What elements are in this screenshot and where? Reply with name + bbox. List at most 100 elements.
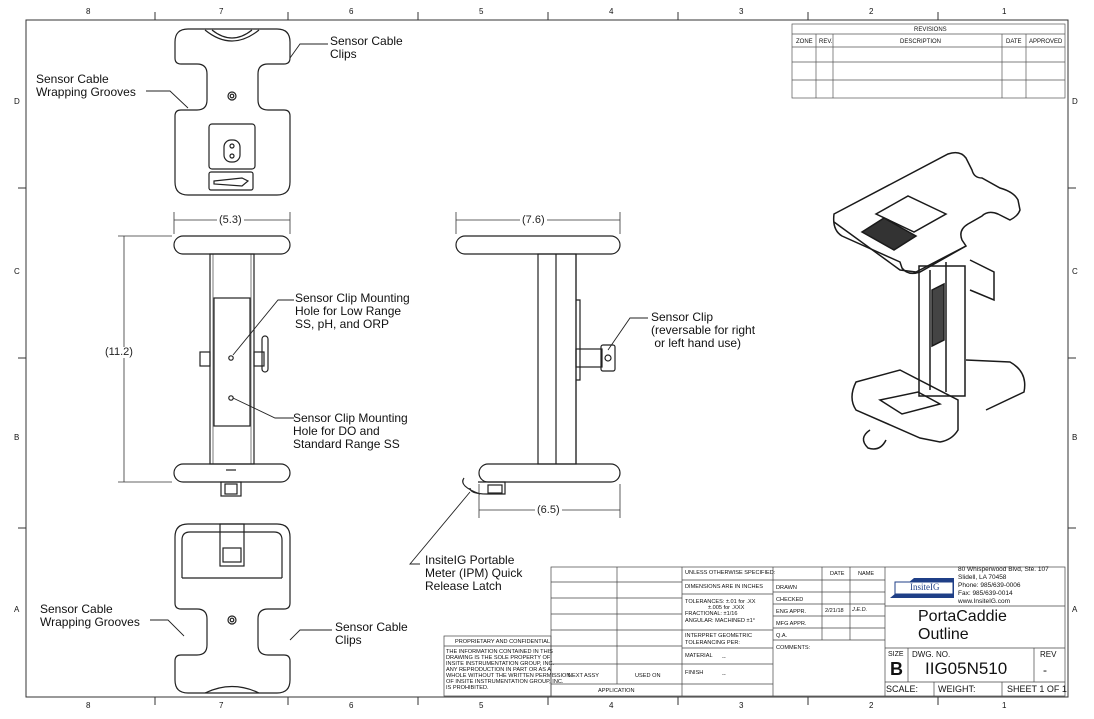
callout-wrapping-grooves-top: Sensor Cable Wrapping Grooves — [36, 72, 136, 99]
zone-top-8: 8 — [86, 7, 91, 16]
tb-tolerance-4: ANGULAR: MACHINED ±1° — [685, 618, 755, 624]
tb-tolerance-3: FRACTIONAL: ±1/16 — [685, 611, 738, 617]
revisions-col-description: DESCRIPTION — [900, 39, 942, 45]
zone-bottom-2: 2 — [869, 701, 874, 710]
drawing-title-line-2: Outline — [918, 626, 969, 643]
side-view — [455, 235, 621, 495]
zone-top-7: 7 — [219, 7, 224, 16]
tb-rev-label: REV — [1040, 650, 1057, 659]
dimension-depth-bottom: (6.5) — [535, 504, 562, 516]
proprietary-line-7: IS PROHIBITED. — [446, 685, 489, 691]
tb-finish-label: FINISH — [685, 670, 704, 676]
zone-right-b: B — [1072, 433, 1078, 442]
zone-left-b: B — [14, 433, 20, 442]
revisions-table — [791, 23, 1066, 99]
company-logo: InsiteIG — [910, 582, 940, 592]
leader-lines — [146, 43, 648, 641]
revisions-col-rev: REV. — [819, 39, 833, 45]
zone-ticks — [18, 12, 1076, 705]
dimension-width-front: (5.3) — [217, 214, 244, 226]
top-view — [174, 28, 291, 196]
zone-bottom-7: 7 — [219, 701, 224, 710]
front-view — [173, 235, 291, 497]
tb-finish-value: -- — [722, 672, 726, 678]
zone-left-d: D — [14, 97, 20, 106]
zone-left-c: C — [14, 267, 20, 276]
callout-quick-release-latch: InsiteIG Portable Meter (IPM) Quick Rele… — [425, 553, 523, 593]
dimension-depth-bottom-value: 6.5 — [540, 504, 556, 516]
tb-size-value: B — [890, 659, 903, 679]
tb-application: APPLICATION — [598, 688, 635, 694]
revisions-col-zone: ZONE — [796, 39, 813, 45]
zone-top-2: 2 — [869, 7, 874, 16]
tb-checked: CHECKED — [776, 597, 804, 603]
zone-top-3: 3 — [739, 7, 744, 16]
callout-sensor-clip: Sensor Clip (reversable for right or lef… — [651, 310, 756, 350]
tb-eng-date: 2/21/18 — [825, 608, 844, 614]
tb-mfg-appr: MFG APPR. — [776, 621, 807, 627]
drawing-title-line-1: PortaCaddie — [918, 608, 1007, 625]
callout-wrapping-grooves-bottom: Sensor Cable Wrapping Grooves — [40, 602, 140, 629]
proprietary-line-1: THE INFORMATION CONTAINED IN THIS — [446, 649, 553, 655]
tb-tolerance-2: ±.005 for .XXX — [708, 605, 745, 611]
tb-header-name: NAME — [858, 571, 875, 577]
callout-cable-clips-bottom: Sensor Cable Clips — [335, 620, 408, 647]
tb-material-label: MATERIAL — [685, 653, 713, 659]
bottom-view — [174, 523, 291, 694]
zone-left-a: A — [14, 605, 20, 614]
tb-address-5: www.InsiteIG.com — [958, 598, 1011, 605]
dimension-height: (11.2) — [103, 346, 135, 358]
tb-unless-specified: UNLESS OTHERWISE SPECIFIED: — [685, 570, 776, 576]
callout-cable-clips-top: Sensor Cable Clips — [330, 34, 403, 61]
zone-bottom-8: 8 — [86, 701, 91, 710]
zone-bottom-5: 5 — [479, 701, 484, 710]
dimension-depth-top-value: 7.6 — [525, 214, 541, 226]
callout-clip-hole-do: Sensor Clip Mounting Hole for DO and Sta… — [293, 411, 408, 451]
revisions-col-approved: APPROVED — [1029, 39, 1063, 45]
tb-header-date: DATE — [830, 571, 845, 577]
proprietary-line-6: OF INSITE INSTRUMENTATION GROUP, INC. — [446, 679, 564, 685]
zone-top-1: 1 — [1002, 7, 1007, 16]
proprietary-line-2: DRAWING IS THE SOLE PROPERTY OF — [446, 655, 551, 661]
zone-top-4: 4 — [609, 7, 614, 16]
proprietary-line-5: WHOLE WITHOUT THE WRITTEN PERMISSION — [446, 673, 571, 679]
zone-right-c: C — [1072, 267, 1078, 276]
zone-bottom-6: 6 — [349, 701, 354, 710]
isometric-view — [832, 151, 1026, 450]
zone-right-a: A — [1072, 605, 1078, 614]
title-block-frame — [443, 566, 1066, 697]
tb-comments: COMMENTS: — [776, 645, 811, 651]
tb-interpret-2: TOLERANCING PER: — [685, 640, 740, 646]
zone-top-6: 6 — [349, 7, 354, 16]
tb-next-assy: NEXT ASSY — [568, 673, 599, 679]
zone-bottom-4: 4 — [609, 701, 614, 710]
proprietary-line-3: INSITE INSTRUMENTATION GROUP, INC. — [446, 661, 555, 667]
tb-material-value: -- — [722, 655, 726, 661]
tb-address-3: Phone: 985/639-0006 — [958, 582, 1021, 589]
dimension-depth-top: (7.6) — [520, 214, 547, 226]
tb-used-on: USED ON — [635, 673, 661, 679]
tb-tolerance-1: TOLERANCES: ±.01 for .XX — [685, 599, 756, 605]
zone-right-d: D — [1072, 97, 1078, 106]
tb-rev-value: - — [1043, 663, 1047, 677]
zone-bottom-3: 3 — [739, 701, 744, 710]
dimension-width-front-value: 5.3 — [222, 214, 238, 226]
zone-top-5: 5 — [479, 7, 484, 16]
tb-address-1: 80 Whisperwood Blvd, Ste. 107 — [958, 566, 1049, 573]
dimension-lines — [118, 212, 621, 518]
callout-clip-hole-low-range: Sensor Clip Mounting Hole for Low Range … — [295, 291, 410, 331]
tb-scale: SCALE: — [886, 684, 919, 694]
proprietary-title: PROPRIETARY AND CONFIDENTIAL — [455, 639, 551, 645]
tb-dwg-number: IIG05N510 — [925, 659, 1008, 678]
zone-bottom-1: 1 — [1002, 701, 1007, 710]
tb-dims-inches: DIMENSIONS ARE IN INCHES — [685, 584, 764, 590]
tb-interpret-1: INTERPRET GEOMETRIC — [685, 633, 753, 639]
revisions-col-date: DATE — [1006, 39, 1022, 45]
dimension-height-value: 11.2 — [108, 346, 130, 358]
tb-size-label: SIZE — [888, 651, 904, 658]
tb-dwg-label: DWG. NO. — [912, 650, 951, 659]
tb-address-4: Fax: 985/639-0014 — [958, 590, 1013, 597]
revisions-title: REVISIONS — [914, 27, 947, 33]
tb-weight: WEIGHT: — [938, 684, 976, 694]
